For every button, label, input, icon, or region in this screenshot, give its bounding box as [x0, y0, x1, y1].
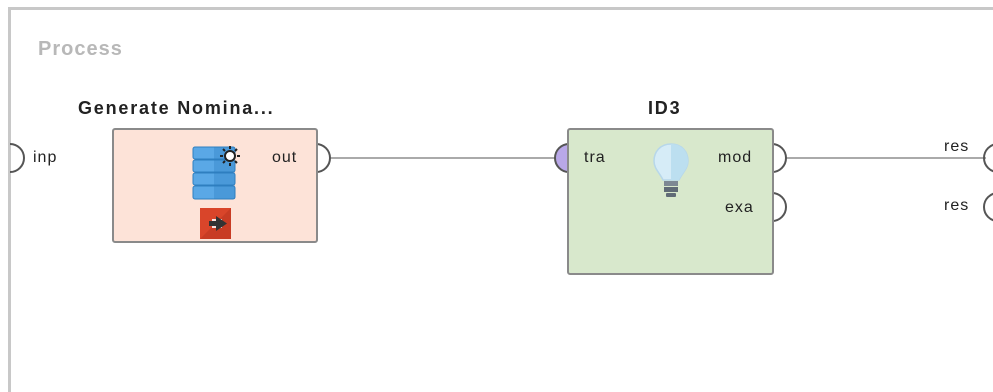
- process-input-port[interactable]: [9, 143, 25, 173]
- generate-out-label: out: [272, 149, 298, 166]
- id3-exa-port[interactable]: [771, 192, 787, 222]
- lightbulb-icon: [652, 142, 690, 207]
- result-port-1-label: res: [944, 138, 970, 155]
- red-import-icon: [199, 207, 233, 246]
- id3-tra-port[interactable]: [554, 143, 570, 173]
- process-input-label: inp: [33, 149, 58, 166]
- database-generate-icon: [192, 145, 242, 208]
- result-port-2-label: res: [944, 197, 970, 214]
- id3-operator-title: ID3: [648, 98, 682, 118]
- generate-operator-title: Generate Nomina...: [78, 98, 275, 118]
- generate-out-port[interactable]: [315, 143, 331, 173]
- result-port-2[interactable]: [983, 192, 993, 222]
- id3-exa-label: exa: [725, 199, 754, 216]
- id3-tra-label: tra: [584, 149, 606, 166]
- process-title: Process: [38, 38, 123, 60]
- id3-mod-label: mod: [718, 149, 753, 166]
- id3-mod-port[interactable]: [771, 143, 787, 173]
